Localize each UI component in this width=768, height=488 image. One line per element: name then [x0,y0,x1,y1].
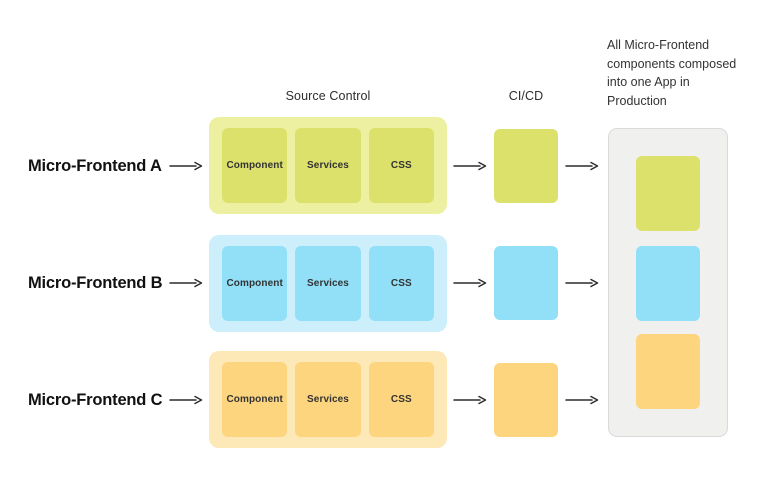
production-component-orange [636,334,700,409]
component-box: Component [222,246,288,321]
component-box: Component [222,128,288,203]
arrow-right-icon [453,278,487,288]
production-component-green [636,156,700,231]
production-note-line: Production [607,93,667,108]
cicd-box-a [494,129,558,203]
css-box: CSS [368,246,434,321]
cicd-box-b [494,246,558,320]
row-label-micro-frontend-b: Micro-Frontend B [28,274,163,292]
services-box: Services [295,128,361,203]
production-app-container [608,128,728,437]
cicd-header: CI/CD [508,89,544,103]
source-control-group-c: Component Services CSS [209,351,447,448]
services-box: Services [295,246,361,321]
component-box: Component [222,362,288,437]
production-note-line: components composed [607,56,737,71]
arrow-right-icon [565,395,599,405]
row-label-micro-frontend-c: Micro-Frontend C [28,391,163,409]
arrow-right-icon [169,395,203,405]
arrow-right-icon [169,161,203,171]
css-box: CSS [368,362,434,437]
source-control-group-b: Component Services CSS [209,235,447,332]
production-note: All Micro-Frontend components composed i… [607,36,767,110]
production-note-line: into one App in [607,75,690,89]
source-control-group-a: Component Services CSS [209,117,447,214]
production-note-line: All Micro-Frontend [607,38,710,52]
source-control-header: Source Control [285,89,371,103]
arrow-right-icon [453,161,487,171]
production-component-blue [636,246,700,321]
arrow-right-icon [169,278,203,288]
arrow-right-icon [565,278,599,288]
css-box: CSS [368,128,434,203]
cicd-box-c [494,363,558,437]
row-label-micro-frontend-a: Micro-Frontend A [28,157,162,175]
services-box: Services [295,362,361,437]
arrow-right-icon [453,395,487,405]
arrow-right-icon [565,161,599,171]
